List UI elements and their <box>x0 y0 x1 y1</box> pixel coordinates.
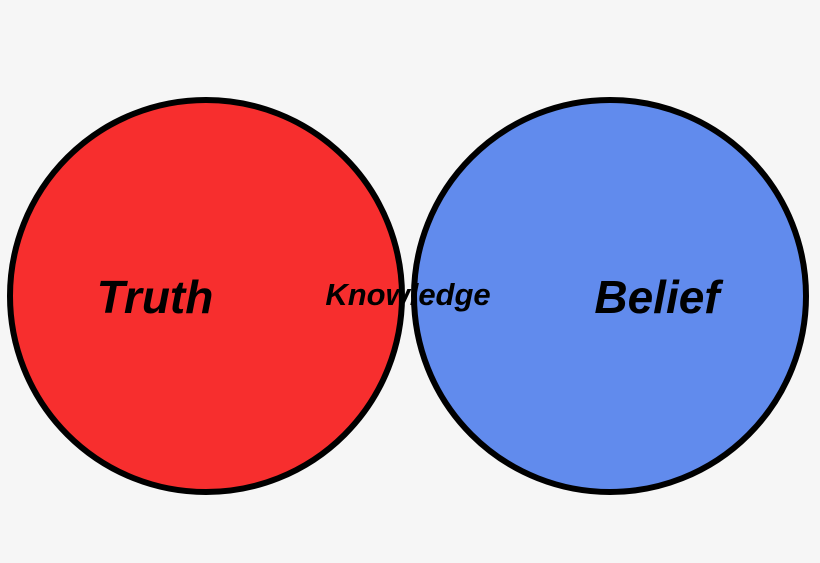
belief-circle-fill <box>414 100 806 492</box>
belief-label: Belief <box>594 271 724 323</box>
truth-circle-fill <box>10 100 402 492</box>
truth-label: Truth <box>97 271 214 323</box>
truth-circle-outline <box>7 97 405 495</box>
knowledge-label: Knowledge <box>325 277 490 312</box>
belief-circle-outline <box>411 97 809 495</box>
